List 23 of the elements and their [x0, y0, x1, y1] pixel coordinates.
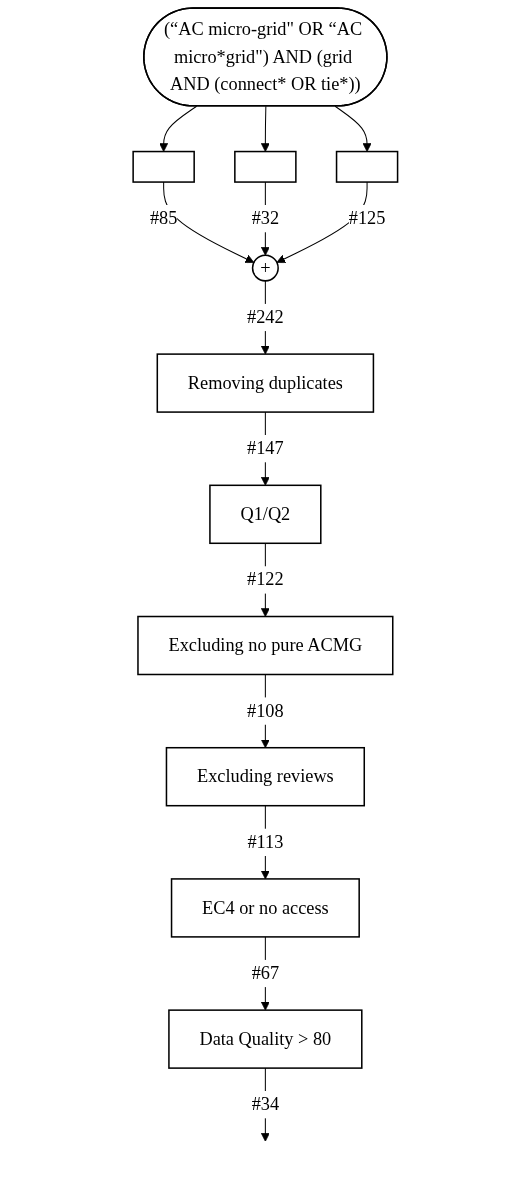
node-box: [233, 150, 297, 183]
arrow: [158, 105, 197, 152]
node-box: Data Quality > 80: [167, 1009, 363, 1069]
node-box: Excluding no pure ACMG: [136, 615, 394, 676]
node-box: EC4 or no access: [170, 878, 360, 938]
edge-label: #85: [149, 208, 178, 229]
node-box: Excluding reviews: [165, 746, 365, 807]
node-box: [132, 150, 195, 183]
edge-label: #122: [246, 569, 284, 590]
edge-label: #125: [348, 208, 386, 229]
edge-label: #113: [247, 831, 283, 852]
arrow: [334, 105, 372, 152]
edge-label: #32: [251, 208, 279, 229]
edge-label: #108: [246, 700, 284, 721]
edge-label: #67: [251, 962, 279, 984]
edge-label: #34: [251, 1094, 279, 1115]
node-box: Removing duplicates: [156, 353, 374, 413]
node-circle: +: [251, 254, 279, 282]
edge-label: #242: [246, 306, 284, 328]
arrow: [260, 105, 270, 152]
node-box: [335, 150, 398, 183]
node-box: Q1/Q2: [208, 484, 322, 545]
edge-label: #147: [246, 438, 284, 459]
